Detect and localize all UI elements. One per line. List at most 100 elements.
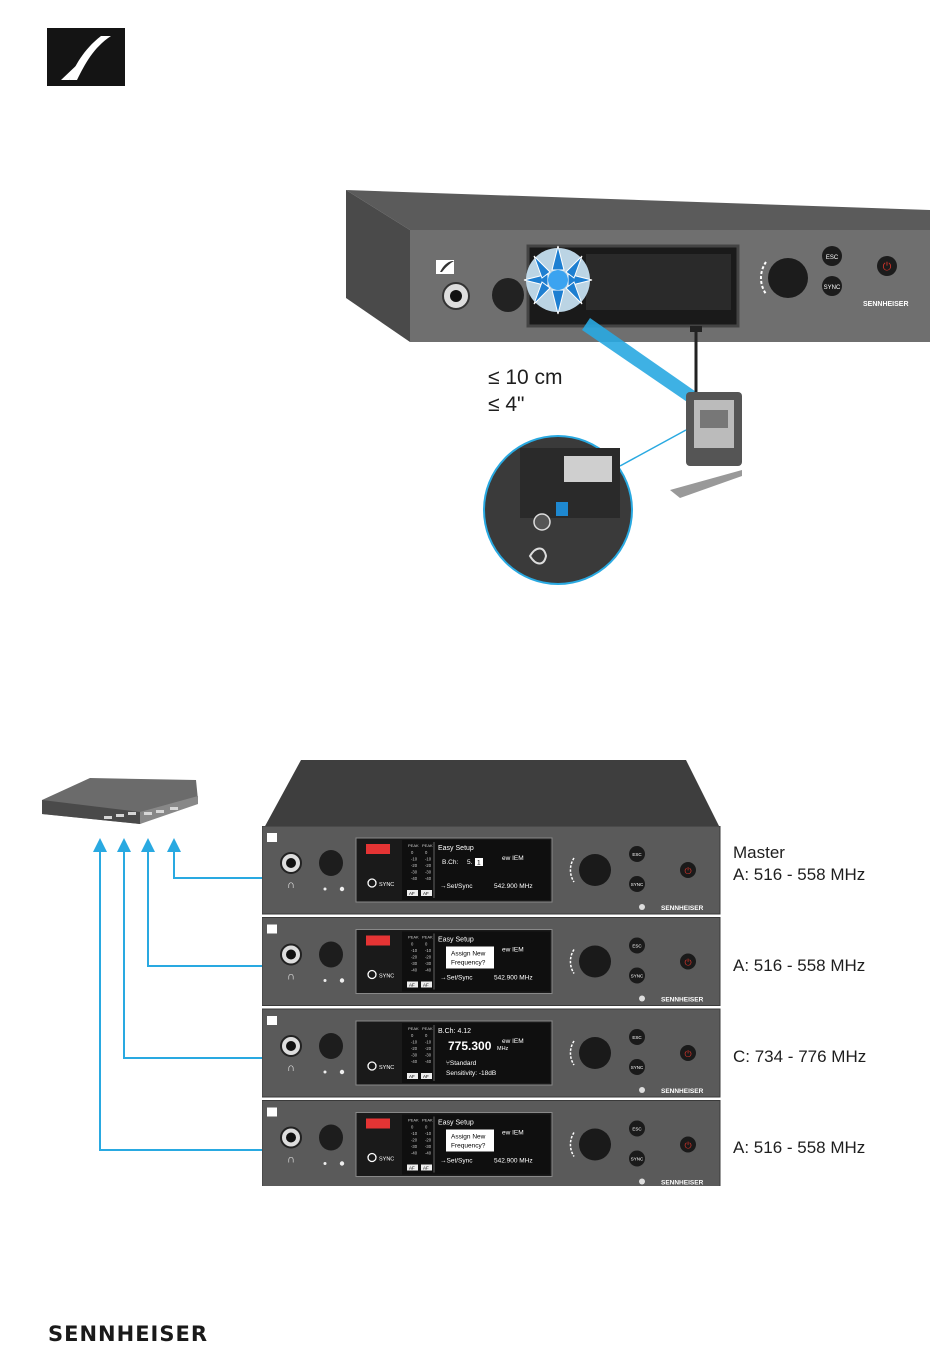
rf-indicator bbox=[366, 844, 390, 854]
screen-title: Easy Setup bbox=[438, 845, 474, 852]
meter-scale-value: -40 bbox=[411, 876, 418, 881]
meter-scale-value: -10 bbox=[425, 857, 432, 862]
sync-button bbox=[629, 876, 645, 892]
meter-header: PEAK bbox=[422, 1026, 433, 1031]
meter-scale-value: -30 bbox=[425, 1053, 432, 1058]
headphone-icon: ∩ bbox=[287, 1154, 295, 1166]
meter-header: PEAK bbox=[422, 1118, 433, 1123]
ew-logo-icon bbox=[639, 1087, 645, 1093]
meter-scale-value: -40 bbox=[425, 876, 432, 881]
panel-logo-icon bbox=[267, 924, 277, 934]
esc-label: ESC bbox=[632, 944, 642, 949]
esc-button bbox=[822, 246, 842, 266]
receiver-unit-3: ∩SYNCPEAK0-10-20-30-40AFPEAK0-10-20-30-4… bbox=[262, 1008, 721, 1098]
volume-knob bbox=[319, 941, 343, 968]
receiver-label-2: A: 516 - 558 MHz bbox=[733, 955, 865, 977]
esc-label: ESC bbox=[632, 1035, 642, 1040]
jog-wheel bbox=[768, 258, 808, 298]
sync-ir-label: SYNC bbox=[379, 1157, 394, 1163]
meter-scale-value: -30 bbox=[425, 870, 432, 875]
bch-bank: 5. bbox=[467, 859, 473, 866]
frequency-readout: 542.900 MHz bbox=[494, 975, 533, 982]
rotate-arrow-icon bbox=[569, 857, 575, 883]
meter-scale-value: -10 bbox=[425, 948, 432, 953]
meter-scale-value: 0 bbox=[425, 1033, 428, 1038]
pairing-illustration: ESC SYNC ⏻ SENNHEISER bbox=[346, 190, 930, 585]
esc-label: ESC bbox=[826, 255, 839, 261]
meter-scale-value: -20 bbox=[425, 863, 432, 868]
product-label: ew IEM bbox=[502, 1038, 524, 1045]
esc-button bbox=[629, 846, 645, 862]
headphone-jack-hole bbox=[450, 290, 462, 302]
meter-header: PEAK bbox=[422, 935, 433, 940]
receiver-role: Master bbox=[733, 843, 785, 862]
sync-label: SYNC bbox=[631, 1065, 644, 1070]
power-icon: ⏻ bbox=[684, 1141, 691, 1151]
rf-indicator bbox=[366, 935, 390, 946]
sync-button bbox=[629, 1059, 645, 1075]
sync-label: SYNC bbox=[631, 974, 644, 979]
jog-wheel bbox=[579, 1037, 611, 1069]
meter-header: PEAK bbox=[408, 843, 419, 848]
meter-scale-value: -30 bbox=[425, 1144, 432, 1149]
panel-logo-mark bbox=[440, 261, 454, 272]
receiver-label-4: A: 516 - 558 MHz bbox=[733, 1137, 865, 1159]
rotate-arrow-icon bbox=[569, 949, 575, 974]
ew-logo-icon bbox=[639, 1178, 645, 1185]
meter-footer-label: AF bbox=[409, 1166, 415, 1171]
headphone-jack-hole bbox=[286, 858, 296, 868]
meter-scale-value: 0 bbox=[425, 942, 428, 947]
receiver-range: C: 734 - 776 MHz bbox=[733, 1047, 867, 1066]
volume-max-dot bbox=[339, 1161, 345, 1166]
panel-logo-icon bbox=[267, 1016, 277, 1025]
product-label: ew IEM bbox=[502, 855, 524, 862]
esc-button bbox=[629, 1120, 645, 1137]
sync-ir-icon bbox=[367, 878, 377, 888]
volume-min-dot bbox=[323, 979, 327, 982]
sync-ir-label: SYNC bbox=[379, 882, 394, 888]
volume-max-dot bbox=[339, 1069, 345, 1075]
sync-button bbox=[629, 967, 645, 984]
jog-wheel bbox=[579, 854, 611, 886]
network-illustration bbox=[42, 760, 720, 1151]
meter-scale-value: -10 bbox=[411, 857, 418, 862]
product-label: ew IEM bbox=[502, 947, 524, 954]
volume-knob bbox=[319, 1033, 343, 1059]
meter-scale-value: -40 bbox=[411, 1059, 418, 1064]
meter-scale-value: 0 bbox=[411, 942, 414, 947]
frequency-readout: 542.900 MHz bbox=[494, 883, 533, 890]
headphone-jack-hole bbox=[286, 1041, 296, 1051]
meter-scale-value: -10 bbox=[411, 948, 418, 953]
panel-logo-icon bbox=[267, 833, 277, 842]
meter-scale-value: -20 bbox=[425, 1138, 432, 1143]
meter-scale-value: -30 bbox=[411, 870, 418, 875]
meter-scale-value: 0 bbox=[411, 850, 414, 855]
jog-wheel bbox=[579, 1128, 611, 1161]
ew-logo-icon bbox=[639, 904, 645, 910]
esc-button bbox=[629, 1029, 645, 1045]
receiver-label-1: Master A: 516 - 558 MHz bbox=[733, 842, 865, 886]
meter-scale-value: -40 bbox=[425, 968, 432, 973]
meter-scale-value: 0 bbox=[425, 850, 428, 855]
panel-logo-icon bbox=[267, 1107, 277, 1117]
set-sync-action: →Set/Sync bbox=[440, 883, 473, 890]
power-button bbox=[877, 256, 897, 276]
distance-imperial: ≤ 4" bbox=[488, 393, 525, 416]
device-brand-label: SENNHEISER bbox=[661, 1088, 704, 1095]
set-sync-action: →Set/Sync bbox=[440, 975, 473, 982]
meter-header: PEAK bbox=[408, 935, 419, 940]
meter-footer-bg bbox=[407, 890, 418, 896]
meter-scale-value: 0 bbox=[425, 1125, 428, 1130]
esc-label: ESC bbox=[632, 852, 642, 857]
ir-beam bbox=[582, 318, 702, 408]
meter-scale-value: -30 bbox=[425, 961, 432, 966]
headphone-jack-hole bbox=[286, 949, 296, 960]
bch-text: B.Ch: 4.12 bbox=[438, 1028, 471, 1035]
volume-min-dot bbox=[323, 887, 327, 891]
volume-min-dot bbox=[323, 1162, 327, 1165]
ew-logo-icon bbox=[639, 995, 645, 1002]
meter-footer-label: AF bbox=[423, 1074, 429, 1079]
meter-scale-value: -30 bbox=[411, 1144, 418, 1149]
meter-scale-value: -20 bbox=[425, 1046, 432, 1051]
sync-ir-label: SYNC bbox=[379, 1065, 394, 1071]
